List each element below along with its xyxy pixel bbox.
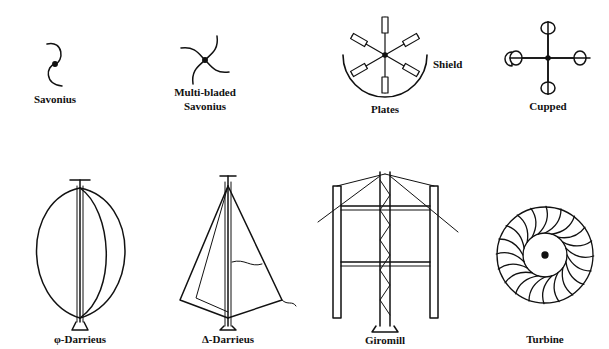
figure-label: Cupped — [528, 100, 567, 114]
delta-darrieus-rotor — [180, 176, 296, 330]
plates-rotor — [343, 17, 427, 97]
savonius-rotor — [47, 44, 62, 86]
multi-bladed-savonius-rotor — [181, 36, 229, 84]
figure-label: Δ-Darrieus — [201, 333, 255, 347]
figure-label: Savonius — [33, 93, 77, 107]
figure-label: Turbine — [525, 333, 565, 347]
cupped-anemometer — [505, 22, 590, 94]
figure-label: φ-Darrieus — [53, 333, 107, 347]
figure-label: Shield — [432, 58, 463, 72]
figure-label: Giromill — [364, 334, 406, 348]
figure-label: Plates — [370, 103, 400, 117]
figure-label: Multi-bladed Savonius — [161, 86, 249, 114]
giromill-rotor — [318, 172, 458, 332]
turbine-rotor — [496, 206, 593, 303]
phi-darrieus-rotor — [37, 180, 126, 330]
